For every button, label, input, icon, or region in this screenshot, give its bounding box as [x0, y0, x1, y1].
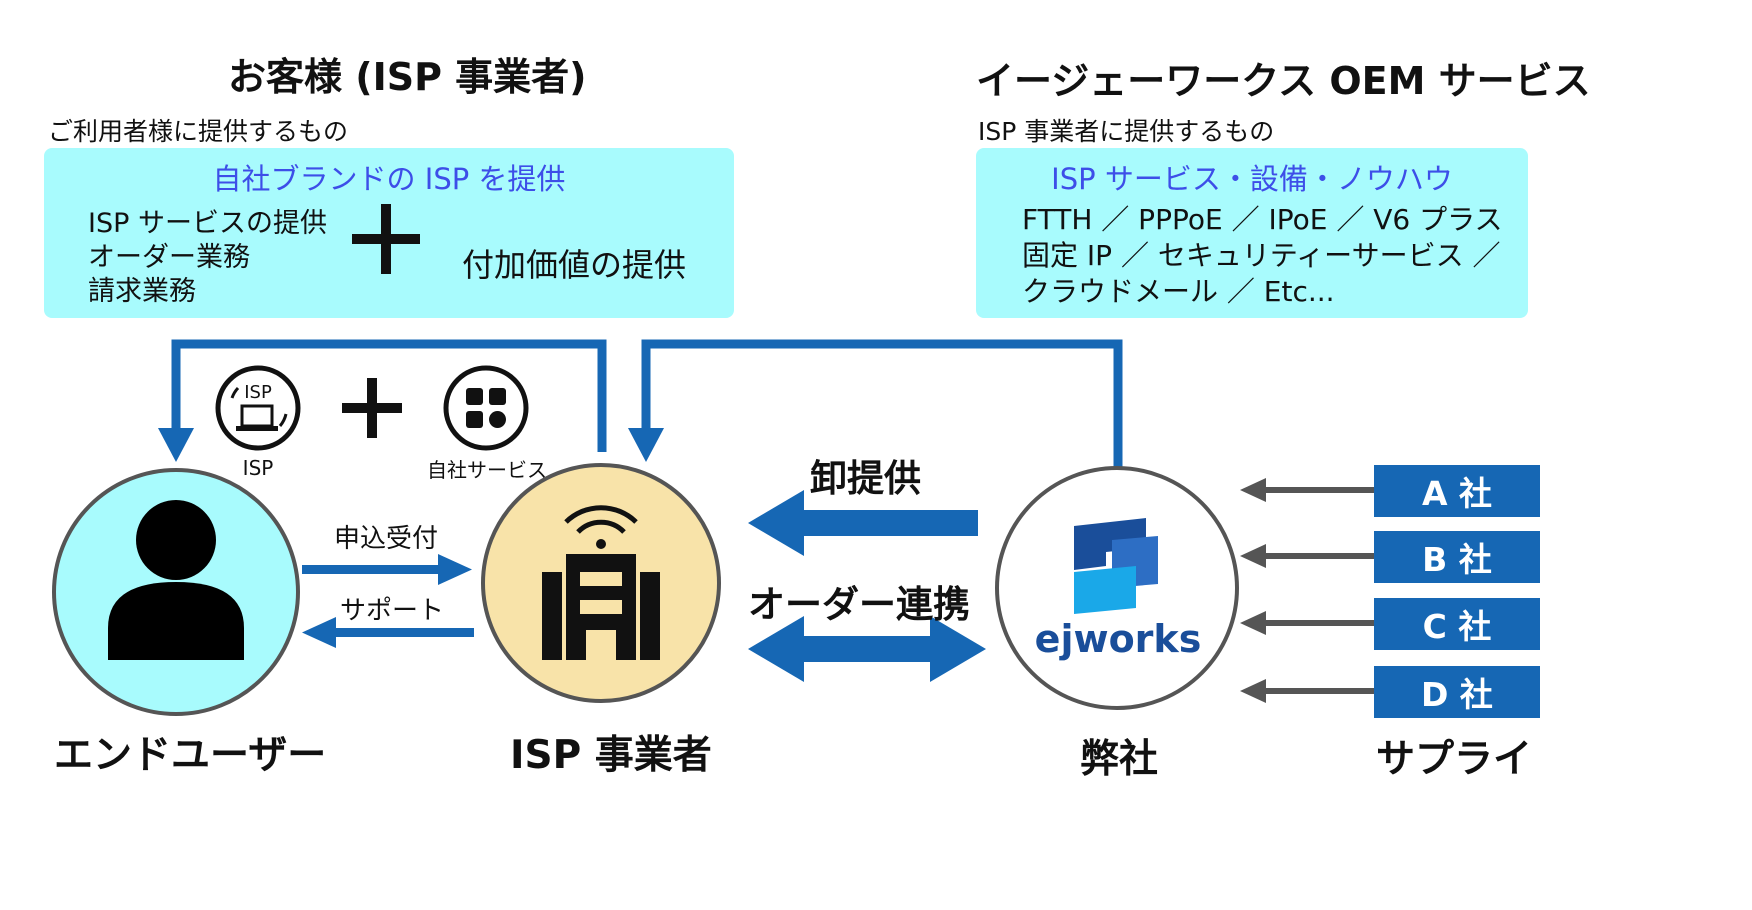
- wholesale-arrow: [748, 490, 978, 556]
- supply-label: サプライ: [1376, 737, 1533, 782]
- apply-arrow: [302, 554, 472, 585]
- value-add-label: 付加価値の提供: [462, 246, 687, 284]
- left-subtitle: ご利用者様に提供するもの: [48, 117, 349, 146]
- panel-to-user-arrow: [158, 339, 607, 462]
- supplier-box-a: A 社: [1374, 465, 1540, 517]
- right-title: イージェーワークス OEM サービス: [976, 59, 1591, 103]
- left-panel-item: 請求業務: [88, 276, 196, 307]
- isp-service-icon: [215, 365, 301, 451]
- right-panel-line: クラウドメール ／ Etc...: [1022, 275, 1335, 308]
- left-panel-title: 自社ブランドの ISP を提供: [212, 162, 566, 196]
- isp-icon-text: ISP: [244, 382, 272, 403]
- supplier-box-d: D 社: [1374, 666, 1540, 718]
- company-label: 弊社: [1080, 737, 1159, 782]
- end-user-label: エンドユーザー: [54, 733, 327, 778]
- isp-node: [481, 463, 721, 703]
- left-title: お客様 (ISP 事業者): [228, 55, 587, 99]
- order-link-arrow: [748, 616, 986, 682]
- apps-icon: [443, 365, 529, 451]
- supplier-box-c: C 社: [1374, 598, 1540, 650]
- right-panel: ISP サービス・設備・ノウハウ FTTH ／ PPPoE ／ IPoE ／ V…: [976, 148, 1528, 318]
- left-panel-item: オーダー業務: [88, 242, 250, 273]
- support-arrow: [302, 617, 474, 648]
- left-panel: 自社ブランドの ISP を提供 ISP サービスの提供 オーダー業務 請求業務 …: [44, 148, 734, 318]
- own-service-caption: 自社サービス: [427, 458, 547, 482]
- plus-icon: [342, 378, 402, 438]
- ejworks-logo-mark: [1074, 518, 1158, 614]
- order-link-label: オーダー連携: [748, 583, 970, 626]
- right-subtitle: ISP 事業者に提供するもの: [978, 117, 1275, 146]
- left-panel-item: ISP サービスの提供: [88, 208, 327, 239]
- supplier-box-b: B 社: [1374, 531, 1540, 583]
- right-panel-title: ISP サービス・設備・ノウハウ: [1051, 162, 1453, 196]
- wholesale-label: 卸提供: [810, 457, 921, 500]
- panel-to-isp-arrow: [628, 339, 1123, 468]
- apply-label: 申込受付: [334, 524, 439, 554]
- end-user-node: [52, 468, 300, 716]
- isp-icon-caption: ISP: [242, 456, 274, 480]
- right-panel-line: 固定 IP ／ セキュリティーサービス ／: [1022, 239, 1501, 272]
- ejworks-logo-text: ejworks: [1035, 617, 1202, 661]
- supplier-arrows: [1240, 478, 1374, 703]
- right-panel-line: FTTH ／ PPPoE ／ IPoE ／ V6 プラス: [1022, 203, 1503, 236]
- support-label: サポート: [340, 596, 445, 626]
- isp-label: ISP 事業者: [510, 733, 712, 778]
